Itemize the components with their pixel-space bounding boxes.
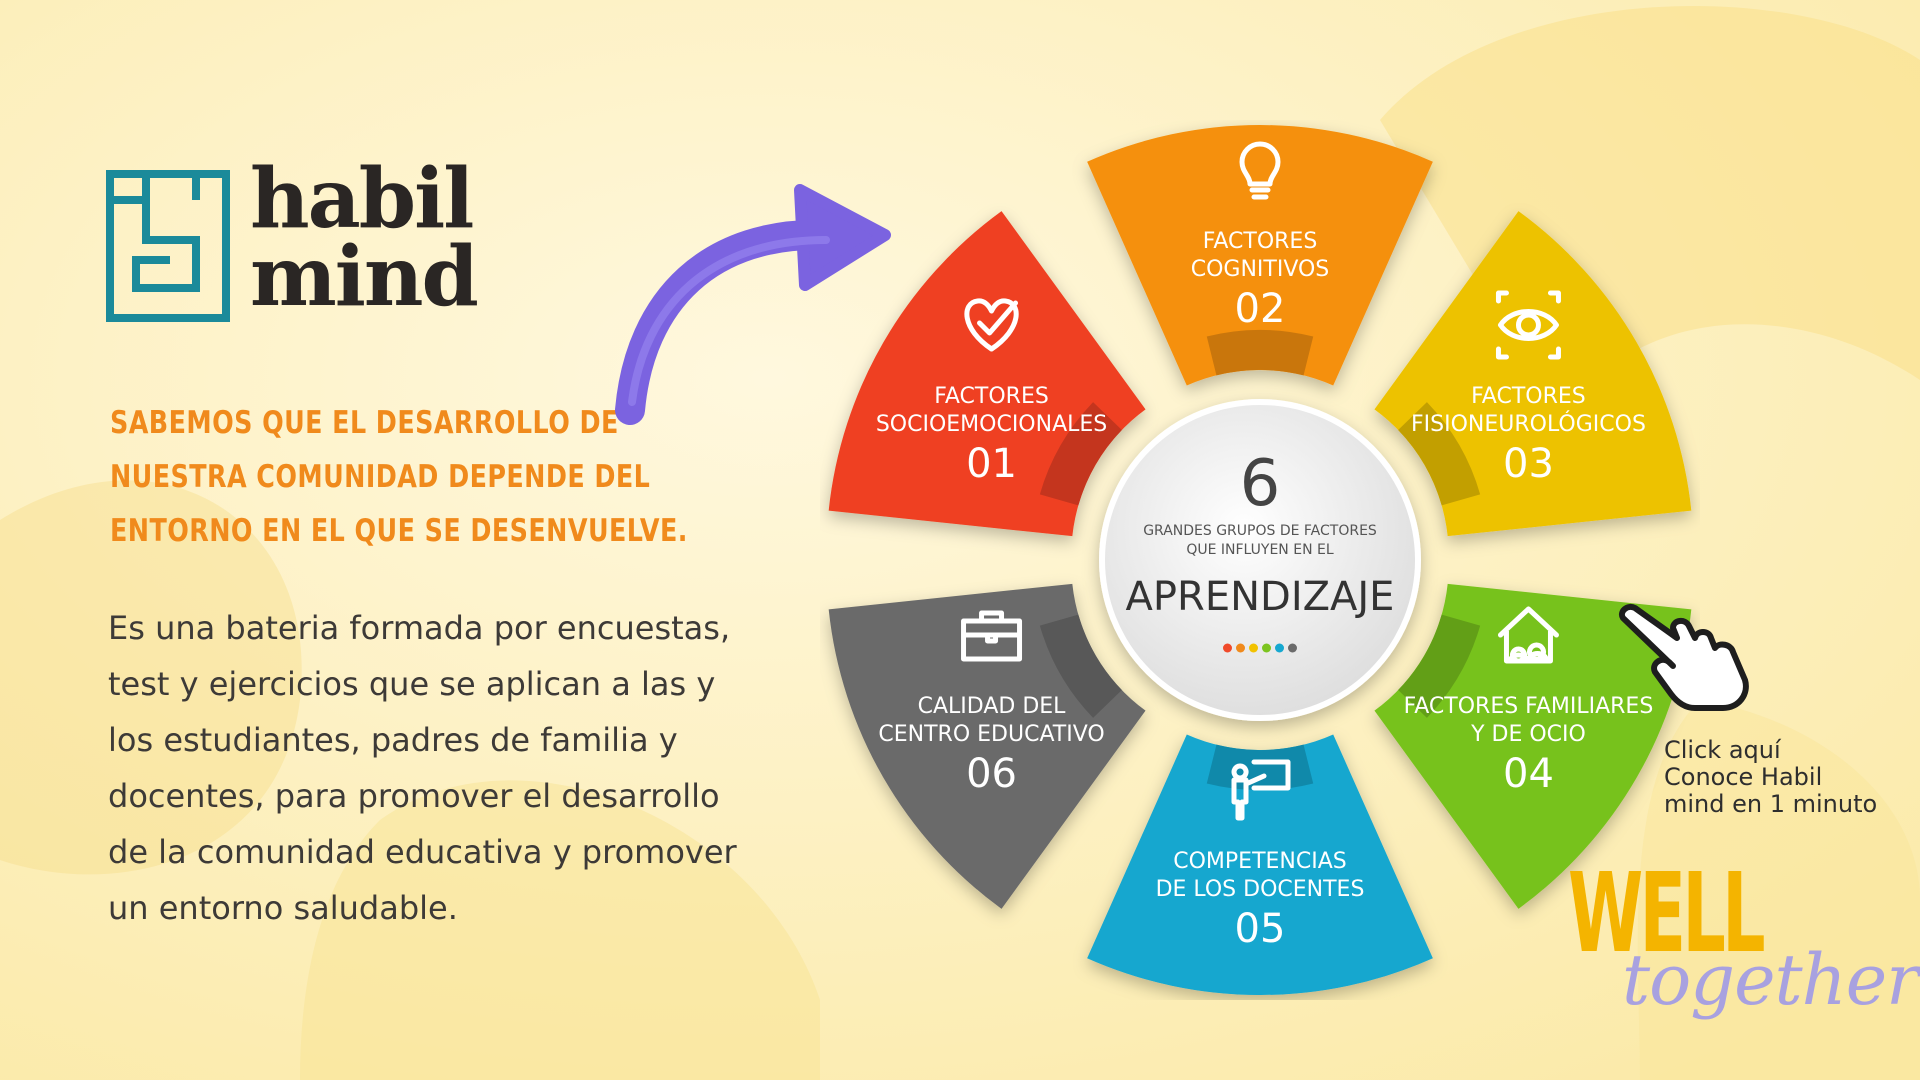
segment-number: 04 xyxy=(1503,751,1554,797)
description-line: Es una bateria formada por encuestas, xyxy=(108,609,731,647)
pointing-hand-icon[interactable] xyxy=(1615,598,1765,713)
segment-number: 05 xyxy=(1235,906,1286,952)
segment-06 xyxy=(828,583,1146,909)
segment-inner-band xyxy=(1398,614,1481,718)
segment-label-line: FISIONEUROLÓGICOS xyxy=(1411,411,1646,437)
cta-line: Conoce Habil xyxy=(1664,763,1823,791)
logo-word-habil: habil xyxy=(250,151,474,247)
segment-number: 02 xyxy=(1235,286,1286,332)
well-together-logo-word-together: together xyxy=(1622,939,1920,1021)
segment-label-line: FACTORES FAMILIARES xyxy=(1404,694,1654,719)
segment-number: 06 xyxy=(966,751,1017,797)
description-paragraph: Es una bateria formada por encuestas, te… xyxy=(108,600,788,936)
center-disc xyxy=(1099,399,1421,721)
segment-wedge xyxy=(1374,211,1692,537)
eye-icon xyxy=(1495,290,1561,360)
segment-wedge xyxy=(1087,734,1433,995)
habil-mind-logo-icon xyxy=(106,170,230,322)
center-number: 6 xyxy=(1240,447,1281,521)
center-color-dot xyxy=(1288,643,1297,653)
logo-word-mind: mind xyxy=(250,229,479,325)
segment-label-line: FACTORES xyxy=(1471,384,1586,409)
segment-inner-band xyxy=(1206,330,1314,376)
segment-wedge xyxy=(828,211,1146,537)
segment-label-line: COGNITIVOS xyxy=(1191,257,1330,282)
segment-number: 01 xyxy=(966,441,1017,487)
teacher-icon xyxy=(1231,759,1291,821)
description-line: docentes, para promover el desarrollo xyxy=(108,777,720,815)
center-color-dot xyxy=(1236,643,1245,653)
description-line: los estudiantes, padres de familia y xyxy=(108,721,678,759)
segment-inner-band xyxy=(1398,402,1481,506)
segment-label-line: FACTORES xyxy=(934,384,1049,409)
segment-label-line: FACTORES xyxy=(1203,229,1318,254)
center-color-dot xyxy=(1249,643,1258,653)
center-color-dot xyxy=(1223,643,1232,653)
center-color-dot xyxy=(1275,643,1284,653)
logo-wordmark: habil mind xyxy=(250,151,550,325)
segments-group xyxy=(828,125,1692,995)
heart-check-icon xyxy=(964,298,1019,352)
curved-arrow-icon xyxy=(615,184,891,425)
headline-line: SABEMOS QUE EL DESARROLLO DE xyxy=(110,405,619,441)
cta-link[interactable]: Click aquí Conoce Habil mind en 1 minuto xyxy=(1664,737,1904,818)
segment-label-line: COMPETENCIAS xyxy=(1173,849,1347,874)
segment-label-line: SOCIOEMOCIONALES xyxy=(876,412,1107,437)
segment-labels-group: FACTORESCOGNITIVOS02FACTORESFISIONEUROLÓ… xyxy=(876,141,1654,952)
briefcase-icon xyxy=(961,610,1023,662)
cta-line: mind en 1 minuto xyxy=(1664,790,1878,818)
headline-line: ENTORNO EN EL QUE SE DESENVUELVE. xyxy=(110,513,688,549)
headline: SABEMOS QUE EL DESARROLLO DE NUESTRA COM… xyxy=(110,396,688,558)
segment-wedge xyxy=(1087,125,1433,386)
factors-wheel-diagram: FACTORESCOGNITIVOS02FACTORESFISIONEUROLÓ… xyxy=(828,125,1692,995)
center-subtitle-line: GRANDES GRUPOS DE FACTORES xyxy=(1143,523,1377,539)
segment-inner-band xyxy=(1039,614,1122,718)
segment-label-line: DE LOS DOCENTES xyxy=(1156,877,1365,902)
family-home-icon xyxy=(1497,606,1559,664)
segment-04 xyxy=(1374,583,1692,909)
segment-02 xyxy=(1087,125,1433,386)
well-together-logo-word-well: WELL xyxy=(1568,849,1766,977)
segment-inner-band xyxy=(1039,402,1122,506)
segment-01 xyxy=(828,211,1146,537)
segment-label-line: Y DE OCIO xyxy=(1470,722,1586,747)
segment-label-line: CALIDAD DEL xyxy=(918,694,1067,719)
segment-inner-band xyxy=(1206,744,1314,790)
description-line: de la comunidad educativa y promover xyxy=(108,833,737,871)
segment-03 xyxy=(1374,211,1692,537)
cta-line: Click aquí xyxy=(1664,736,1781,764)
description-line: un entorno saludable. xyxy=(108,889,458,927)
segment-label-line: CENTRO EDUCATIVO xyxy=(878,722,1104,747)
description-line: test y ejercicios que se aplican a las y xyxy=(108,665,716,703)
center-title: APRENDIZAJE xyxy=(1126,574,1395,620)
gear-bulb-icon xyxy=(1239,141,1281,200)
center-subtitle-line: QUE INFLUYEN EN EL xyxy=(1186,542,1334,558)
segment-number: 03 xyxy=(1503,441,1554,487)
center-color-dot xyxy=(1262,643,1271,653)
headline-line: NUESTRA COMUNIDAD DEPENDE DEL xyxy=(110,459,651,495)
center-color-dots xyxy=(1223,643,1297,653)
